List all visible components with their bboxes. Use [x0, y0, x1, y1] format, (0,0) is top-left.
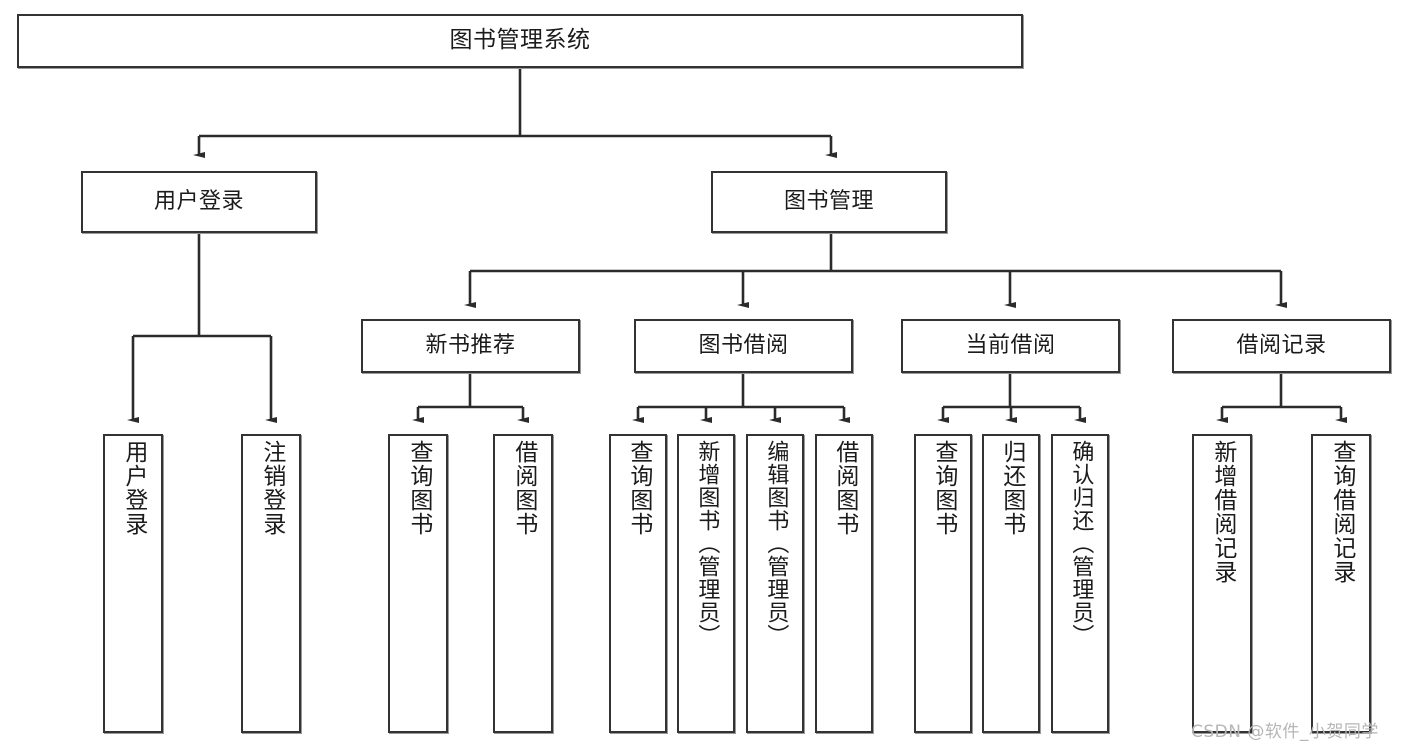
node-label: 查询借阅记录 [1328, 440, 1355, 584]
leaf-record-add-borrow-record[interactable]: 新增借阅记录 [1192, 434, 1252, 733]
node-user-login[interactable]: 用户登录 [81, 171, 317, 233]
leaf-new-book-borrow[interactable]: 借阅图书 [493, 434, 553, 733]
node-label: 图书借阅 [698, 333, 789, 359]
node-borrowing-record[interactable]: 借阅记录 [1172, 319, 1391, 373]
leaf-borrow-edit-book-admin[interactable]: 编辑图书（管理员） [746, 434, 804, 733]
leaf-borrow-add-book-admin[interactable]: 新增图书（管理员） [677, 434, 735, 733]
node-label: 归还图书 [998, 440, 1025, 536]
node-label: 查询图书 [405, 440, 432, 536]
node-label: 借阅图书 [831, 440, 858, 536]
leaf-record-query-borrow-record[interactable]: 查询借阅记录 [1311, 434, 1371, 733]
leaf-user-login-signin[interactable]: 用户登录 [103, 434, 163, 733]
node-label: 图书管理 [783, 189, 874, 215]
node-current-borrowing[interactable]: 当前借阅 [901, 319, 1120, 373]
node-new-book-recommendation[interactable]: 新书推荐 [361, 319, 580, 373]
leaf-borrow-borrow-book[interactable]: 借阅图书 [815, 434, 873, 733]
node-book-management[interactable]: 图书管理 [711, 171, 947, 233]
node-label: 查询图书 [625, 440, 652, 536]
node-label: 图书管理系统 [449, 27, 591, 54]
node-label: 用户登录 [120, 440, 147, 536]
node-label: 借阅记录 [1236, 333, 1327, 359]
node-label: 新增借阅记录 [1209, 440, 1236, 584]
node-label: 新书推荐 [425, 333, 516, 359]
node-root-book-management-system[interactable]: 图书管理系统 [17, 14, 1023, 68]
csdn-watermark: CSDN @软件_小贺同学 [1191, 722, 1379, 742]
node-label: 借阅图书 [510, 440, 537, 536]
node-label: 用户登录 [153, 189, 244, 215]
leaf-current-query-book[interactable]: 查询图书 [914, 434, 972, 733]
node-book-borrowing[interactable]: 图书借阅 [634, 319, 853, 373]
node-label: 注销登录 [258, 440, 285, 536]
node-label: 查询图书 [930, 440, 957, 536]
leaf-current-confirm-return-admin[interactable]: 确认归还（管理员） [1051, 434, 1109, 733]
leaf-current-return-book[interactable]: 归还图书 [982, 434, 1040, 733]
node-label: 编辑图书（管理员） [763, 440, 789, 647]
leaf-borrow-query-book[interactable]: 查询图书 [609, 434, 667, 733]
node-label: 当前借阅 [965, 333, 1056, 359]
node-label: 确认归还（管理员） [1068, 440, 1094, 647]
leaf-new-book-query[interactable]: 查询图书 [388, 434, 448, 733]
node-label: 新增图书（管理员） [694, 440, 720, 647]
leaf-user-login-signout[interactable]: 注销登录 [241, 434, 301, 733]
